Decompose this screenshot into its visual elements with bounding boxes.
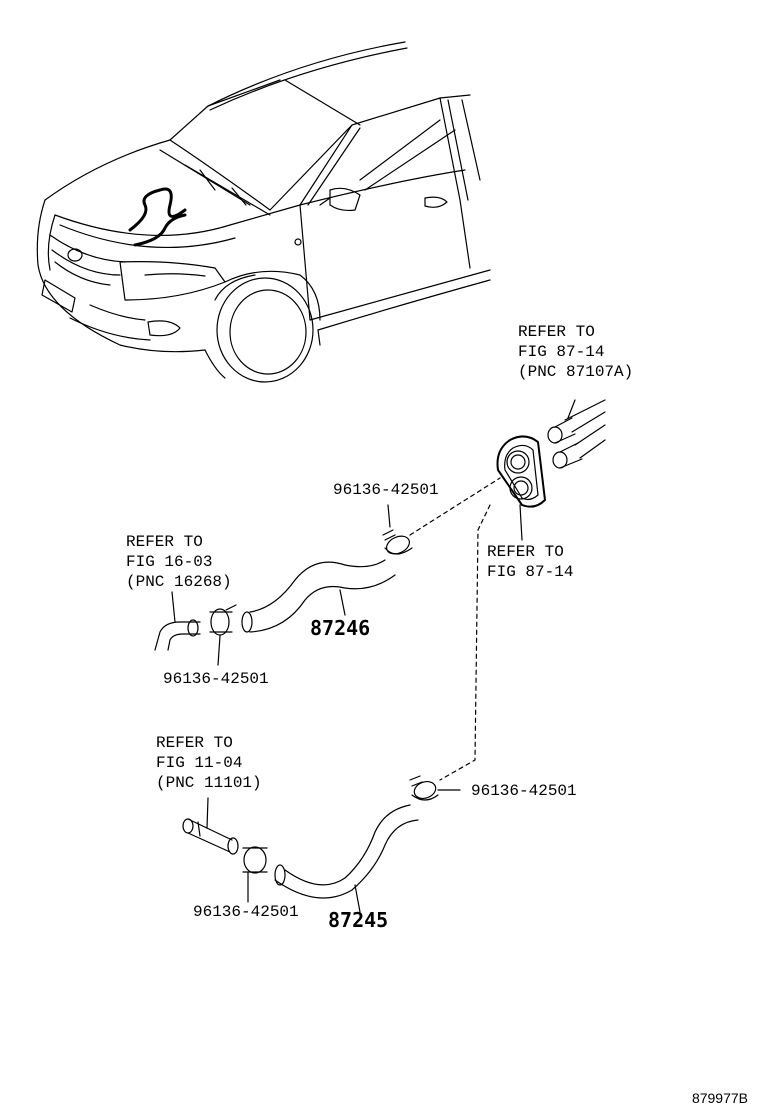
leader-line (409, 477, 501, 536)
ref-line: REFER TO (518, 323, 595, 341)
leader-line (439, 504, 491, 781)
ref-line: REFER TO (156, 734, 233, 752)
illustration-number: 879977B (691, 1090, 748, 1106)
ref-line: FIG 87-14 (487, 563, 574, 581)
reference-callout-engine-lower: REFER TO FIG 11-04 (PNC 11101) (156, 733, 262, 793)
part-number-clamp-top: 96136-42501 (333, 481, 439, 499)
reference-callout-grommet: REFER TO FIG 87-14 (487, 542, 573, 582)
ref-line: (PNC 11101) (156, 774, 262, 792)
grommet (496, 435, 546, 541)
hose-87246 (241, 559, 396, 633)
engine-pipe-upper (154, 591, 201, 651)
ref-line: FIG 11-04 (156, 754, 243, 772)
ref-line: FIG 16-03 (126, 553, 213, 571)
clamp-icon (409, 775, 439, 801)
part-number-hose-lower: 87245 (328, 908, 389, 932)
ref-line: (PNC 16268) (126, 573, 232, 591)
part-number-clamp-left-upper: 96136-42501 (163, 670, 269, 688)
part-number-clamp-right-lower: 96136-42501 (471, 782, 577, 800)
reference-callout-heater-pipe: REFER TO FIG 87-14 (PNC 87107A) (518, 322, 633, 382)
heater-unit-pipes (547, 399, 606, 469)
part-number-hose-upper: 87246 (310, 616, 371, 640)
clamp-icon (209, 604, 237, 636)
clamp-icon (242, 846, 268, 874)
car-illustration (36, 41, 491, 383)
ref-line: REFER TO (487, 543, 564, 561)
ref-line: FIG 87-14 (518, 343, 605, 361)
hose-87245 (274, 804, 419, 913)
ref-line: REFER TO (126, 533, 203, 551)
engine-pipe-lower (182, 797, 239, 855)
leader-line (387, 504, 391, 528)
leader-line (217, 635, 221, 666)
ref-line: (PNC 87107A) (518, 363, 634, 381)
clamp-icon (382, 529, 413, 555)
part-number-clamp-left-lower: 96136-42501 (193, 903, 299, 921)
reference-callout-engine-upper: REFER TO FIG 16-03 (PNC 16268) (126, 532, 232, 592)
